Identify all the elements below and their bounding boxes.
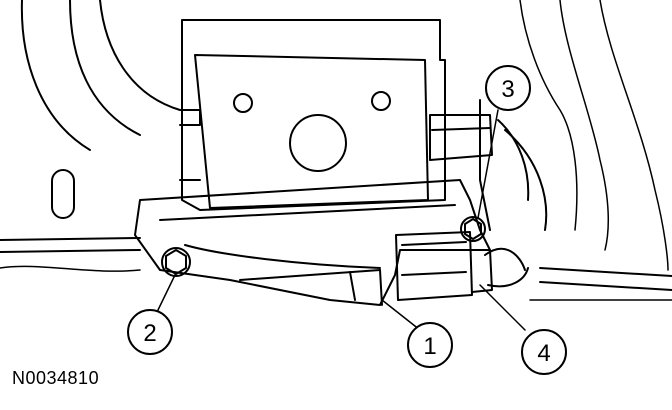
fastener-bolt-right: [460, 216, 486, 242]
callout-3: 3: [485, 65, 531, 111]
mounting-plate: [179, 19, 446, 211]
vehicle-body-contours: [20, 0, 669, 271]
leader-line-4: [479, 284, 526, 331]
svg-text:2: 2: [143, 320, 156, 347]
oval-slot: [51, 169, 75, 219]
svg-text:3: 3: [501, 76, 514, 103]
fastener-bolt-left: [161, 247, 191, 277]
svg-text:1: 1: [423, 333, 436, 360]
svg-text:4: 4: [537, 340, 550, 367]
sensor-housing: [134, 179, 491, 306]
callout-1: 1: [407, 322, 453, 368]
floor-seams: [0, 237, 672, 301]
callout-2: 2: [127, 309, 173, 355]
electrical-connector: [395, 231, 529, 301]
side-linkage: [429, 99, 548, 231]
reference-code: N0034810: [12, 368, 100, 388]
leader-line-2: [157, 274, 176, 311]
callout-4: 4: [521, 329, 567, 375]
leader-line-3: [477, 109, 499, 219]
leader-line-1: [381, 299, 421, 331]
